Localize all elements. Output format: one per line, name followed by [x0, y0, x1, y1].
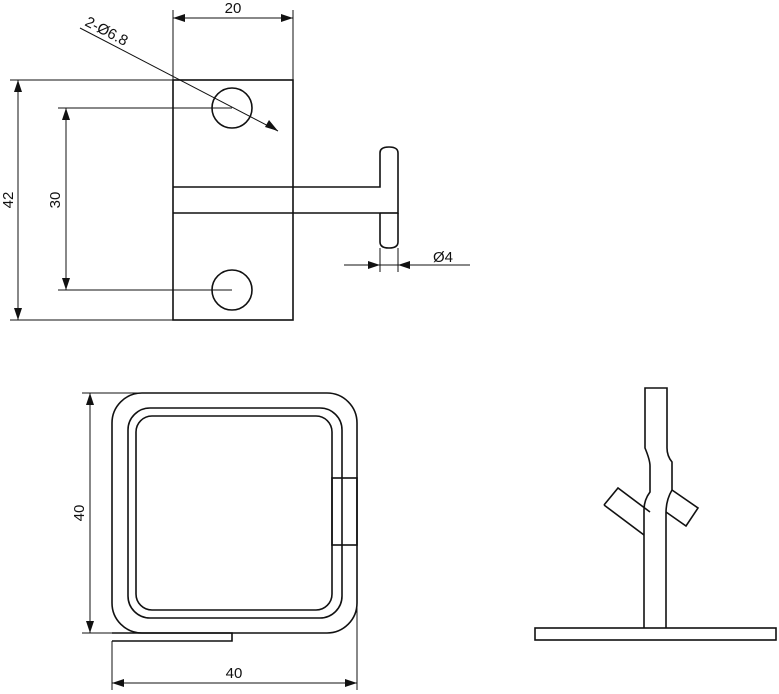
ring-outer	[111, 392, 358, 634]
dim-label-top-width: 20	[225, 0, 242, 17]
dim-pin-diameter: Ø4	[344, 248, 470, 272]
dim-label-ring-height: 40	[71, 505, 88, 522]
dim-overall-height: 42	[0, 79, 173, 321]
front-view	[172, 79, 399, 321]
hook-pin	[379, 213, 399, 249]
side-arm-left	[603, 486, 651, 513]
dim-holes: 2-Ø6.8	[79, 13, 279, 132]
dim-label-pin-diameter: Ø4	[433, 249, 453, 266]
side-arm-right	[665, 489, 700, 528]
dim-ring-height: 40	[71, 392, 140, 634]
ring-view	[111, 392, 358, 642]
dim-ring-width: 40	[111, 600, 358, 690]
ring-inner	[135, 415, 333, 611]
dim-label-ring-width: 40	[226, 665, 243, 682]
dim-label-hole-spacing: 30	[47, 192, 64, 209]
ring-joint	[331, 477, 358, 546]
side-post	[643, 387, 673, 514]
dim-top-width: 20	[172, 0, 294, 80]
ring-base-tab	[112, 632, 233, 642]
side-base-plate	[534, 627, 777, 641]
hook-arm	[173, 146, 399, 214]
side-view	[534, 387, 777, 641]
dim-hole-spacing: 30	[47, 107, 232, 291]
dim-label-holes: 2-Ø6.8	[82, 13, 131, 49]
dim-label-overall-height: 42	[0, 192, 17, 209]
backplate	[172, 79, 294, 321]
ring-mid	[127, 407, 343, 619]
